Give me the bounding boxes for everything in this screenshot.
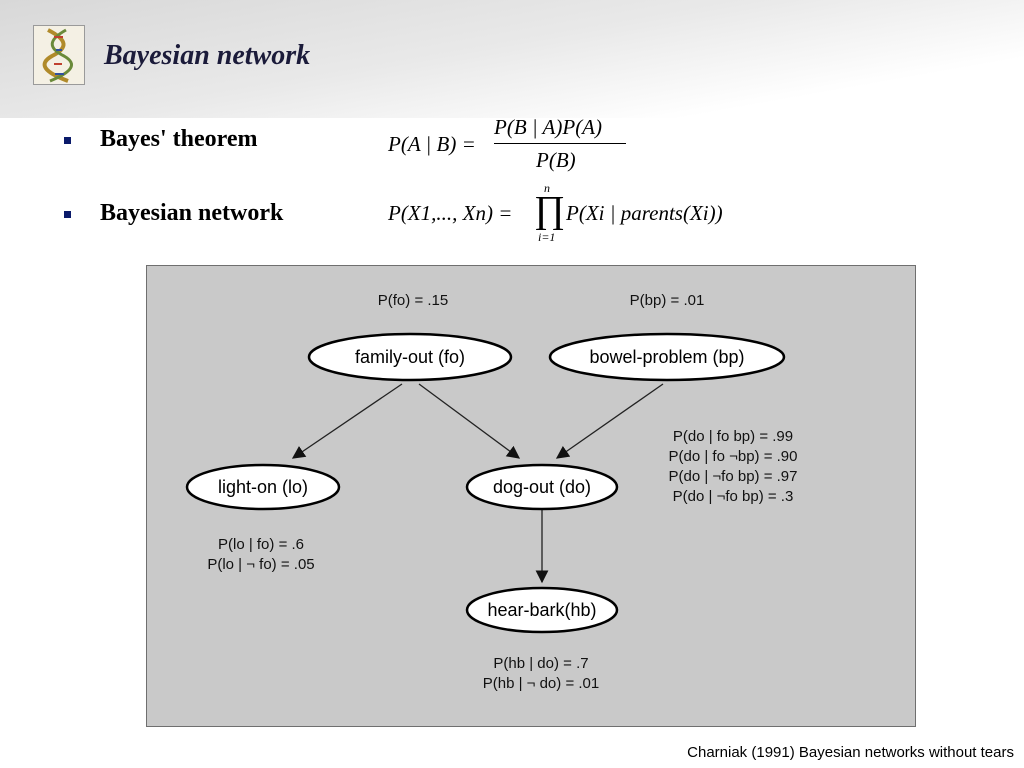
edge-fo-do: [418, 383, 521, 459]
bayes-lhs: P(A | B) =: [388, 132, 476, 156]
cpt-dog-out: P(do | fo bp) = .99 P(do | fo ¬bp) = .90…: [669, 428, 798, 505]
citation: Charniak (1991) Bayesian networks withou…: [687, 744, 1014, 761]
node-hear-bark: hear-bark(hb): [465, 586, 619, 634]
diagram-panel: family-out (fo) bowel-problem (bp) light…: [146, 265, 916, 727]
product-bottom: i=1: [538, 230, 556, 244]
cpt-row: P(hb | ¬ do) = .01: [483, 675, 599, 692]
node-label: dog-out (do): [493, 477, 591, 497]
bayes-net-diagram: family-out (fo) bowel-problem (bp) light…: [185, 292, 798, 692]
cpt-row: P(do | fo bp) = .99: [673, 428, 793, 445]
cpt-row: P(do | ¬fo bp) = .3: [673, 488, 794, 505]
node-label: light-on (lo): [218, 477, 308, 497]
node-dog-out: dog-out (do): [465, 463, 619, 511]
node-bowel-problem: bowel-problem (bp): [548, 332, 786, 382]
fraction-bar: [494, 143, 626, 144]
prior-bp: P(bp) = .01: [630, 292, 705, 309]
bullet-bayesian-network: Bayesian network: [100, 200, 284, 226]
bullet-bayes-theorem: Bayes' theorem: [100, 126, 258, 152]
product-top: n: [544, 181, 550, 195]
network-rhs: P(Xi | parents(Xi)): [566, 201, 723, 225]
cpt-row: P(hb | do) = .7: [493, 655, 588, 672]
node-label: bowel-problem (bp): [589, 347, 744, 367]
node-light-on: light-on (lo): [185, 463, 341, 511]
edge-bp-do: [555, 383, 664, 459]
node-family-out: family-out (fo): [307, 332, 513, 382]
cpt-hear-bark: P(hb | do) = .7 P(hb | ¬ do) = .01: [483, 655, 599, 692]
bullet-marker: [64, 211, 71, 218]
bullet-marker: [64, 137, 71, 144]
slide-title: Bayesian network: [104, 40, 311, 71]
cpt-row: P(lo | fo) = .6: [218, 536, 304, 553]
cpt-light-on: P(lo | fo) = .6 P(lo | ¬ fo) = .05: [207, 536, 314, 573]
bayes-numerator: P(B | A)P(A): [494, 115, 603, 139]
prior-fo: P(fo) = .15: [378, 292, 448, 309]
dna-logo-icon: [33, 25, 85, 85]
bayes-denominator: P(B): [536, 148, 576, 172]
node-label: family-out (fo): [355, 347, 465, 367]
edge-fo-lo: [291, 383, 403, 459]
product-symbol: ∏: [534, 189, 566, 231]
network-lhs: P(X1,..., Xn) =: [388, 201, 513, 225]
cpt-row: P(do | ¬fo bp) = .97: [669, 468, 798, 485]
cpt-row: P(lo | ¬ fo) = .05: [207, 556, 314, 573]
node-label: hear-bark(hb): [487, 600, 596, 620]
cpt-row: P(do | fo ¬bp) = .90: [669, 448, 798, 465]
header-band: [0, 0, 1024, 118]
